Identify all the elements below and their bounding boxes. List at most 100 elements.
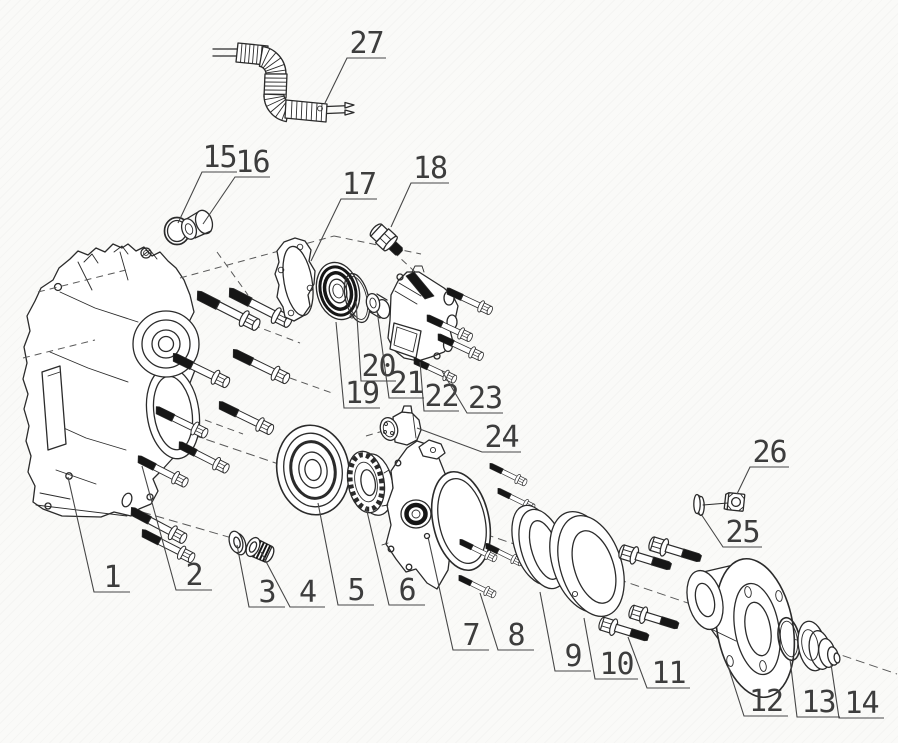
callout-number-6: 6 <box>398 573 415 608</box>
callout-number-18: 18 <box>413 151 447 186</box>
callout-4: 4 <box>260 551 325 610</box>
callout-number-13: 13 <box>801 685 835 720</box>
leader-line-7 <box>427 536 489 651</box>
callout-number-1: 1 <box>103 560 120 595</box>
leader-line-3 <box>236 544 285 608</box>
callout-3: 3 <box>236 544 285 610</box>
leader-line-1 <box>67 476 130 593</box>
callout-number-11: 11 <box>651 656 685 691</box>
leader-line-20 <box>355 300 396 382</box>
callout-10: 10 <box>583 617 638 682</box>
callout-18: 18 <box>390 151 449 228</box>
callout-17: 17 <box>310 167 377 262</box>
part-12-output-flange <box>686 557 796 699</box>
callout-12: 12 <box>727 665 788 719</box>
callout-22: 22 <box>419 361 460 414</box>
leader-line-11 <box>627 636 690 689</box>
part-17-gasket <box>274 237 316 322</box>
callout-25: 25 <box>700 513 762 550</box>
callout-number-7: 7 <box>462 618 479 653</box>
callout-26: 26 <box>736 435 789 495</box>
callout-number-20: 20 <box>361 349 395 384</box>
callout-number-24: 24 <box>484 420 518 455</box>
callout-number-16: 16 <box>235 145 269 180</box>
leader-line-23 <box>441 370 503 414</box>
callout-number-2: 2 <box>185 558 202 593</box>
callout-16: 16 <box>202 145 271 225</box>
callout-number-9: 9 <box>564 639 581 674</box>
part-14-dust-cap <box>797 620 841 672</box>
leader-line-22 <box>419 361 459 412</box>
callout-number-22: 22 <box>424 379 458 414</box>
part-22-actuator-cover <box>387 265 459 362</box>
part-4-drain-plug <box>245 536 275 563</box>
leader-line-24 <box>416 427 521 453</box>
leader-line-25 <box>700 513 762 548</box>
part-24-speed-sensor <box>379 405 422 446</box>
leader-line-9 <box>539 591 591 672</box>
callout-number-15: 15 <box>202 140 236 175</box>
leader-line-6 <box>365 506 425 606</box>
callout-number-4: 4 <box>299 575 316 610</box>
leader-line-15 <box>177 171 237 224</box>
callout-14: 14 <box>830 663 884 721</box>
stud-axis-line <box>702 502 729 506</box>
callout-number-8: 8 <box>507 618 524 653</box>
callout-number-19: 19 <box>345 376 379 411</box>
leader-line-8 <box>479 592 534 651</box>
callout-number-21: 21 <box>389 366 423 401</box>
callout-7: 7 <box>427 536 489 653</box>
part-7-bearing-housing <box>381 439 492 590</box>
leader-line-17 <box>310 198 377 262</box>
part-3-sealing-washer <box>228 530 247 556</box>
leader-line-19 <box>335 321 380 409</box>
callout-number-14: 14 <box>844 686 878 721</box>
callout-15: 15 <box>177 140 238 224</box>
callout-9: 9 <box>539 591 591 674</box>
callout-number-23: 23 <box>468 381 502 416</box>
callout-19: 19 <box>335 321 380 411</box>
callout-5: 5 <box>317 502 374 608</box>
part-18-breather-valve <box>369 223 403 256</box>
callout-number-5: 5 <box>347 573 364 608</box>
part-6-lock-nut <box>346 450 394 516</box>
callout-number-27: 27 <box>349 26 383 61</box>
leader-line-2 <box>141 465 212 591</box>
callout-number-12: 12 <box>749 684 783 719</box>
leader-line-21 <box>376 309 424 399</box>
leader-line-13 <box>789 658 840 718</box>
leader-line-5 <box>317 502 374 606</box>
callout-13: 13 <box>789 658 840 720</box>
leader-line-27 <box>324 57 386 104</box>
callout-23: 23 <box>441 370 503 416</box>
callout-27: 27 <box>324 26 386 104</box>
part-5-large-bearing <box>275 424 351 516</box>
callout-number-3: 3 <box>258 575 275 610</box>
callout-1: 1 <box>67 476 130 595</box>
callout-8: 8 <box>479 592 534 653</box>
leader-line-10 <box>583 617 638 680</box>
callout-11: 11 <box>627 636 690 691</box>
part-25-washer <box>693 493 705 517</box>
callout-20: 20 <box>355 300 397 384</box>
dashed-detail-lines <box>22 235 429 437</box>
part-27-corrugated-harness <box>212 42 355 123</box>
leader-line-14 <box>830 663 884 719</box>
part-26-nut <box>723 492 746 512</box>
leader-line-26 <box>736 466 789 495</box>
callout-6: 6 <box>365 506 425 608</box>
part-10-spacer-ring <box>549 511 625 617</box>
callout-number-10: 10 <box>599 647 633 682</box>
callout-number-26: 26 <box>752 435 786 470</box>
leader-line-18 <box>390 182 449 228</box>
leader-line-16 <box>202 176 270 225</box>
leader-line-12 <box>727 665 788 717</box>
callout-21: 21 <box>376 309 425 401</box>
part-19-ball-bearing <box>315 261 361 321</box>
callout-24: 24 <box>416 420 521 455</box>
callout-number-25: 25 <box>725 515 759 550</box>
part-21-plug <box>365 292 391 320</box>
